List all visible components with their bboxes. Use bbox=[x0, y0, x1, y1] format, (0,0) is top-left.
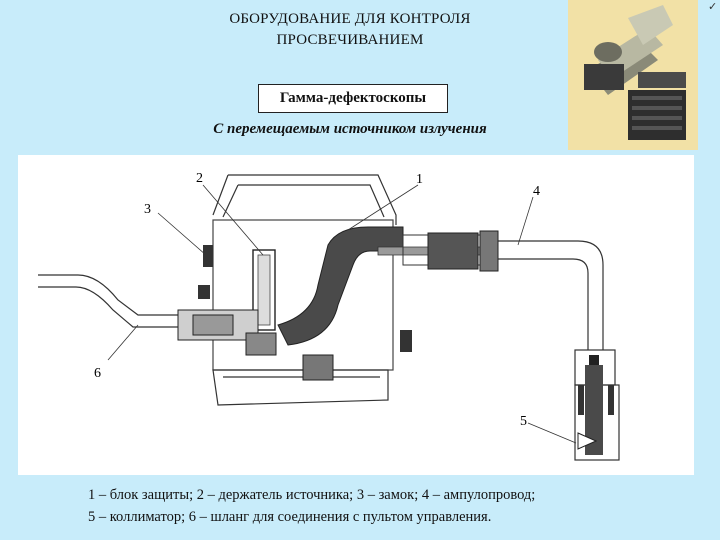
corner-mark: ✓ bbox=[708, 1, 718, 13]
section-label: Гамма-дефектоскопы bbox=[258, 84, 448, 113]
equipment-diagram: 1 2 3 4 5 6 bbox=[18, 155, 694, 475]
callout-6: 6 bbox=[94, 366, 101, 381]
callout-4: 4 bbox=[533, 184, 540, 199]
section-subtitle: С перемещаемым источником излучения bbox=[213, 121, 487, 137]
title-line-2: ПРОСВЕЧИВАНИЕМ bbox=[276, 32, 424, 48]
callout-2: 2 bbox=[196, 171, 203, 186]
caption-line-1: 1 – блок защиты; 2 – держатель источника… bbox=[88, 487, 536, 503]
callout-3: 3 bbox=[144, 202, 151, 217]
title-line-1: ОБОРУДОВАНИЕ ДЛЯ КОНТРОЛЯ bbox=[229, 11, 471, 27]
page-title: ОБОРУДОВАНИЕ ДЛЯ КОНТРОЛЯ ПРОСВЕЧИВАНИЕМ bbox=[150, 9, 550, 51]
figure-caption: 1 – блок защиты; 2 – держатель источника… bbox=[88, 484, 698, 528]
caption-line-2: 5 – коллиматор; 6 – шланг для соединения… bbox=[88, 509, 492, 525]
gamma-device-photo bbox=[568, 0, 698, 150]
callout-1: 1 bbox=[416, 172, 423, 187]
callout-5: 5 bbox=[520, 414, 527, 429]
